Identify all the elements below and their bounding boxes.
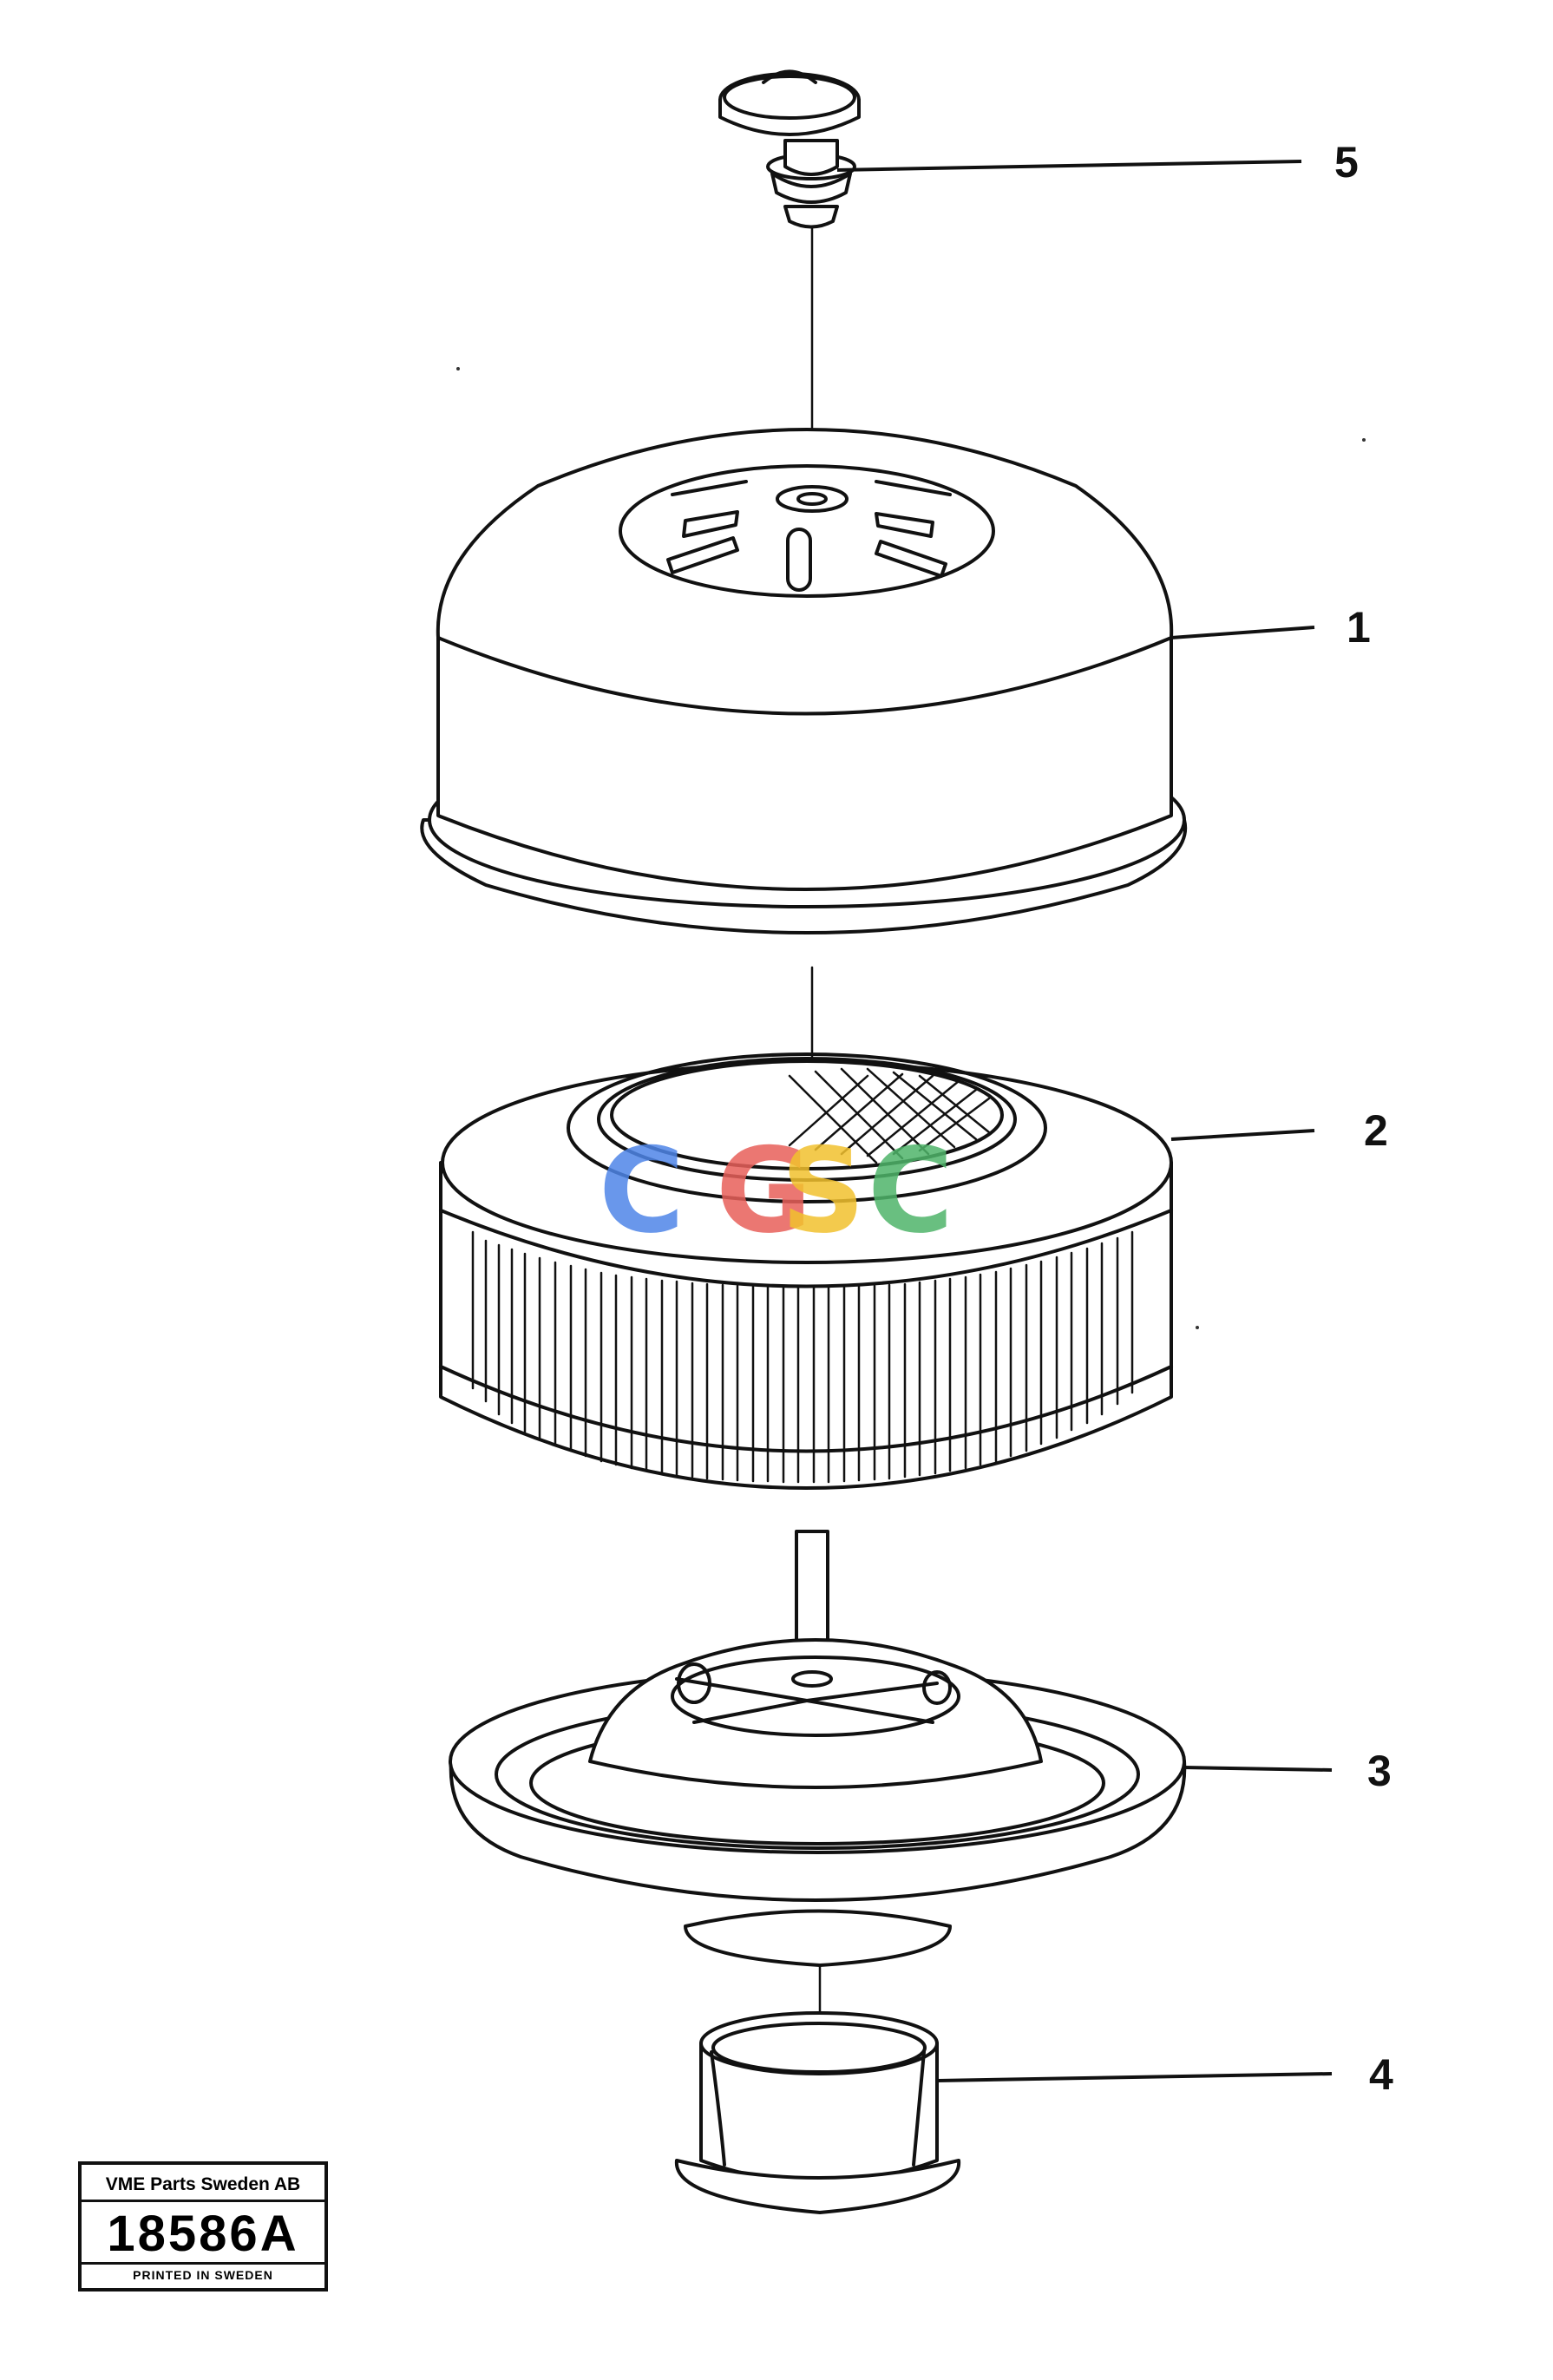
watermark-letter-c2: C [868,1123,954,1259]
leader-line-1 [1170,626,1315,639]
leader-line-5 [836,160,1302,172]
callout-1: 1 [1347,603,1371,652]
part-5-wing-knob [718,69,861,229]
leader-line-3 [1183,1766,1333,1772]
callout-2: 2 [1364,1106,1388,1155]
part-2-filter-element [439,1052,1173,1490]
callout-5: 5 [1334,138,1359,187]
part-4-sleeve [674,2011,961,2214]
watermark-letter-c1: C [599,1123,685,1259]
watermark-letter-g: G [716,1123,812,1259]
stamp-company: VME Parts Sweden AB [82,2170,324,2202]
stamp-printed-note: PRINTED IN SWEDEN [82,2262,324,2285]
leader-line-2 [1170,1129,1315,1141]
watermark-letter-s: S [781,1123,866,1259]
parts-stamp: VME Parts Sweden AB 18586A PRINTED IN SW… [78,2161,328,2291]
callout-3: 3 [1367,1747,1392,1795]
part-1-air-filter-cover [420,428,1188,934]
stamp-drawing-number: 18586A [107,2206,299,2262]
leader-line-4 [936,2072,1333,2082]
part-3-base-plate [449,1530,1187,1967]
callout-4: 4 [1369,2050,1393,2099]
